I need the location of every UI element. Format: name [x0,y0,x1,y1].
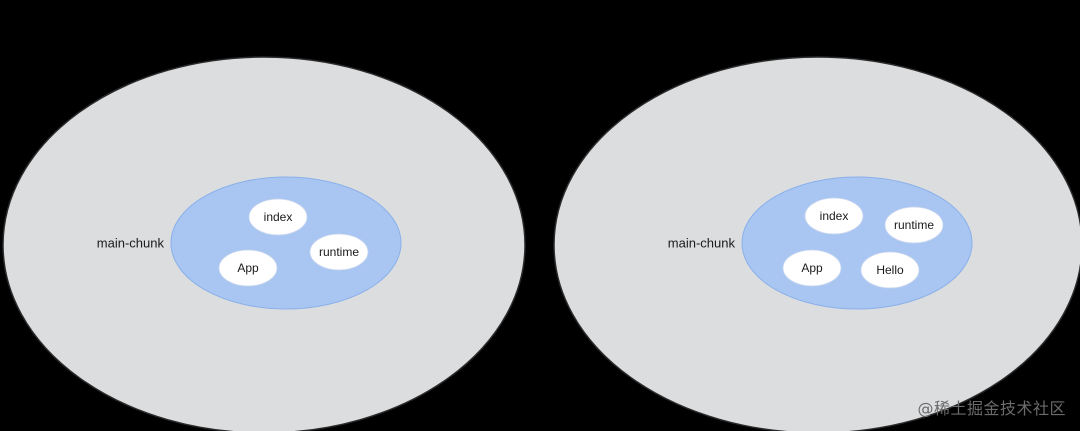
svg-text:index: index [820,209,849,223]
svg-text:App: App [801,261,823,275]
watermark: @稀土掘金技术社区 [917,399,1066,418]
right-module-hello: Hello [860,251,920,289]
right-diagram: main-chunk index runtime App Hello [553,56,1080,431]
right-module-app: App [782,249,842,287]
left-chunk-label: main-chunk [97,236,165,251]
svg-text:Hello: Hello [876,263,904,277]
left-module-app: App [218,249,278,287]
right-module-runtime: runtime [884,206,944,244]
svg-text:App: App [237,261,259,275]
svg-text:index: index [264,210,293,224]
left-main-chunk [170,176,402,310]
left-module-index: index [248,198,308,236]
left-diagram: main-chunk index runtime App [2,56,526,431]
right-main-chunk [741,176,973,310]
left-module-runtime: runtime [309,233,369,271]
right-chunk-label: main-chunk [668,236,736,251]
right-module-index: index [804,197,864,235]
svg-text:runtime: runtime [894,218,934,232]
svg-text:runtime: runtime [319,245,359,259]
